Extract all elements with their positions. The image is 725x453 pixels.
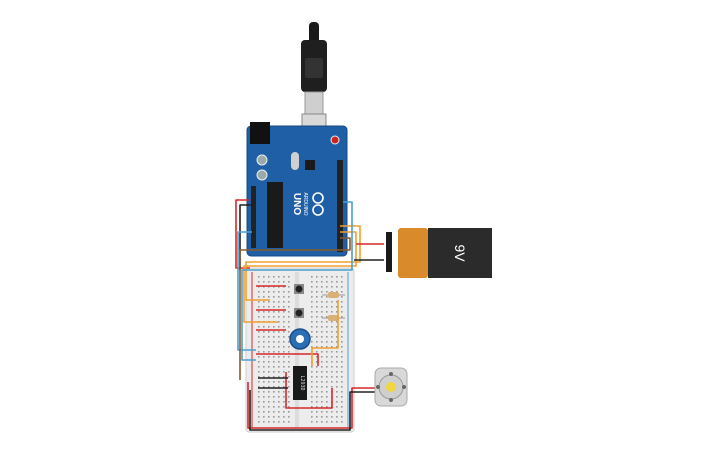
- arduino-pcb: [246, 125, 348, 257]
- wire-blue-2: [237, 231, 256, 351]
- wire-red-6: [285, 372, 333, 409]
- crystal-icon: [291, 152, 299, 170]
- potentiometer[interactable]: [289, 328, 311, 350]
- arduino-board[interactable]: ARDUINO UNO: [246, 122, 348, 257]
- wire-red: [235, 199, 250, 269]
- wire-orange-3: [311, 300, 339, 366]
- wire-orange: [245, 225, 361, 301]
- motor-shaft: [386, 382, 396, 392]
- battery-label: 9V: [452, 244, 468, 262]
- breadboard-holes: [258, 276, 343, 423]
- wire-red-7: [247, 382, 378, 429]
- ic-chip-icon: [293, 366, 307, 400]
- arduino-logo: ARDUINO UNO: [291, 192, 324, 216]
- board-model-label: UNO: [291, 193, 302, 215]
- battery-terminal: [386, 232, 392, 272]
- button-icon: [295, 309, 303, 317]
- nine-volt-battery[interactable]: 9V: [386, 228, 492, 278]
- push-button-1[interactable]: [294, 284, 304, 294]
- usb-plug-connector: [304, 91, 324, 115]
- battery-body: [428, 228, 492, 278]
- wire-red-5: [256, 353, 319, 366]
- wire-blue: [241, 201, 353, 361]
- breadboard[interactable]: [245, 267, 355, 433]
- board-brand-label: ARDUINO: [302, 192, 308, 215]
- usb-cable[interactable]: [301, 22, 327, 137]
- wire-black: [239, 204, 252, 270]
- button-icon: [295, 285, 303, 293]
- wires: [235, 199, 384, 431]
- usb-plug-grip: [305, 58, 323, 78]
- small-chip: [305, 160, 315, 170]
- resistor-1[interactable]: [322, 292, 345, 298]
- dc-motor[interactable]: [374, 367, 408, 407]
- motor-driver-ic[interactable]: L293D: [293, 366, 307, 400]
- wire-black-4: [249, 390, 378, 431]
- breadboard-divider: [295, 272, 299, 428]
- resistor-2[interactable]: [322, 315, 345, 321]
- potentiometer-icon: [296, 335, 304, 343]
- header-right: [337, 160, 343, 252]
- wire-brown: [239, 237, 351, 380]
- push-button-2[interactable]: [294, 308, 304, 318]
- dc-jack-icon: [250, 122, 270, 144]
- ic-label: L293D: [299, 375, 305, 390]
- header-left: [251, 186, 256, 248]
- capacitor-icon-2: [256, 169, 268, 181]
- reset-button-icon[interactable]: [330, 135, 340, 145]
- wire-orange-2: [243, 231, 357, 323]
- usb-cable-wire: [309, 22, 319, 44]
- battery-cap: [398, 228, 428, 278]
- capacitor-icon: [256, 154, 268, 166]
- microcontroller-chip: [267, 182, 283, 248]
